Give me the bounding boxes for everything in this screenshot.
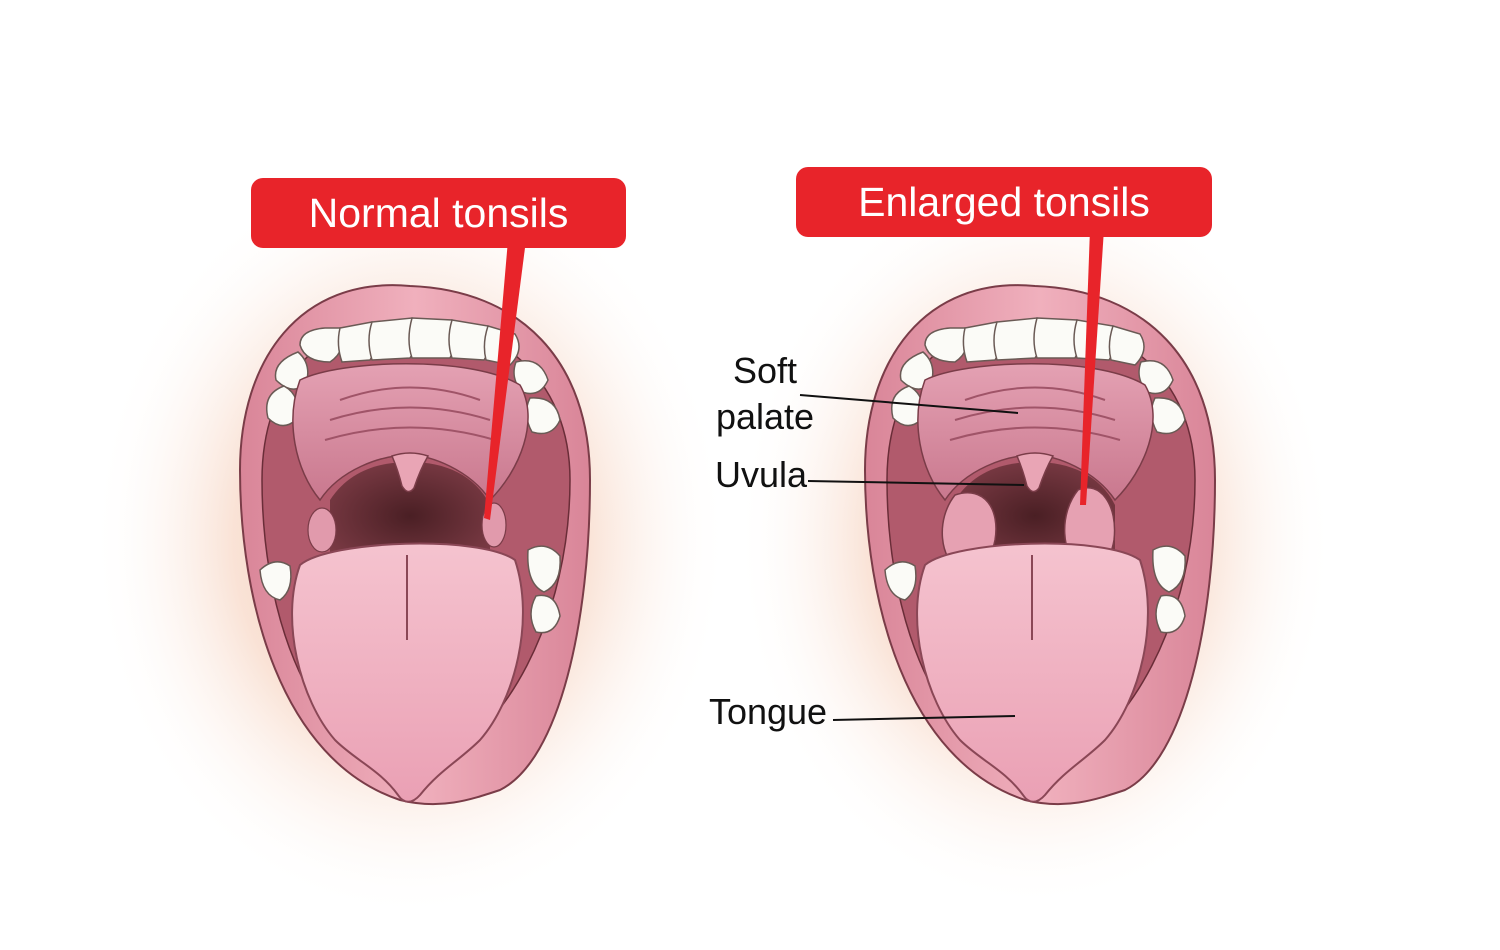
enlarged-mouth-illustration [735, 170, 1335, 910]
tongue-label: Tongue [708, 691, 828, 732]
soft-palate-label: Soft palate [700, 348, 830, 440]
normal-throat [330, 462, 490, 560]
soft-palate-leader-line [799, 394, 1019, 414]
normal-lower-teeth [259, 545, 561, 634]
soft-palate-label-line1: Soft [732, 350, 798, 391]
enlarged-tonsils-callout: Enlarged tonsils [796, 167, 1212, 237]
normal-palate-ridges [324, 386, 496, 441]
uvula-label: Uvula [714, 454, 808, 495]
uvula-leader-line [807, 480, 1025, 486]
normal-tongue [291, 542, 524, 803]
normal-uvula [390, 452, 430, 493]
enlarged-upper-teeth [891, 317, 1186, 435]
enlarged-callout-pointer [1080, 229, 1104, 505]
enlarged-tongue [916, 542, 1149, 803]
enlarged-lower-teeth [884, 545, 1186, 634]
enlarged-tonsils-label: Enlarged tonsils [858, 178, 1150, 225]
normal-tonsils-label: Normal tonsils [308, 189, 569, 236]
soft-palate-label-line2: palate [715, 396, 815, 437]
tongue-leader-line [832, 715, 1016, 721]
enlarged-palate [917, 363, 1154, 502]
enlarged-uvula [1015, 452, 1055, 493]
normal-tonsils-callout: Normal tonsils [251, 178, 626, 248]
normal-left-tonsil [307, 507, 337, 553]
normal-callout-pointer [484, 240, 526, 520]
normal-palate [292, 363, 529, 502]
normal-mouth-illustration [90, 160, 730, 920]
